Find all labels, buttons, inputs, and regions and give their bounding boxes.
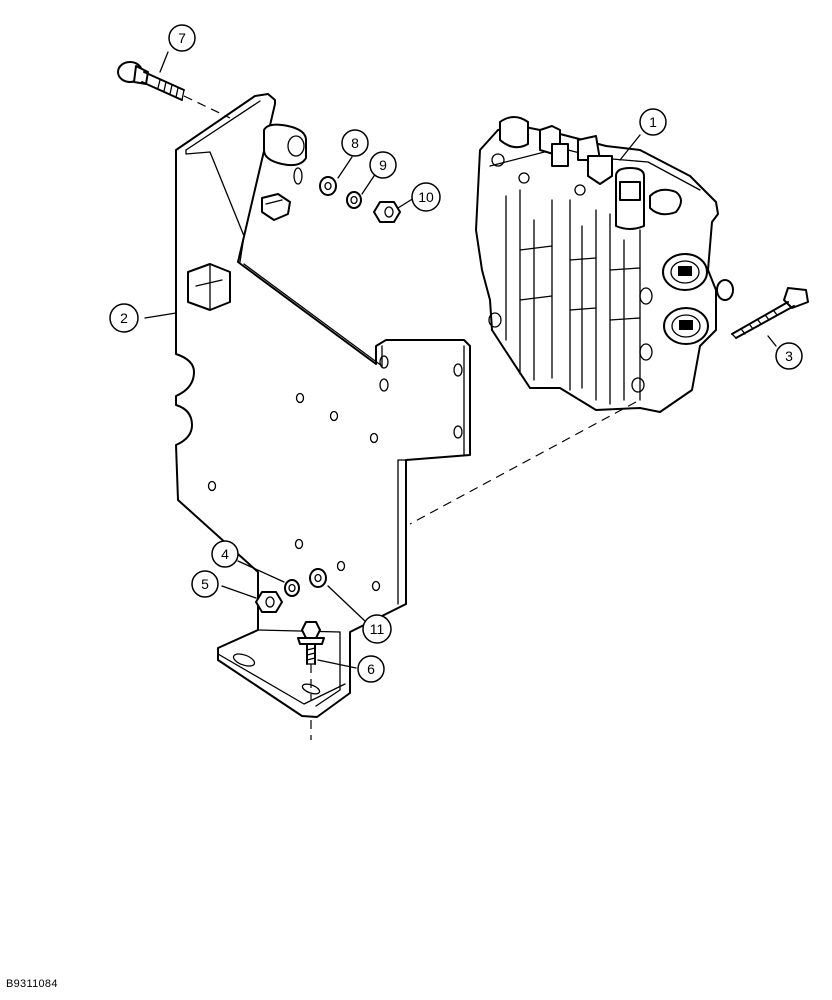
callout-label-8: 8 xyxy=(351,135,359,151)
control-valve xyxy=(475,116,734,413)
callout-10: 10 xyxy=(411,182,441,212)
valve-bolt xyxy=(731,287,809,339)
callout-label-1: 1 xyxy=(649,114,657,130)
callout-label-4: 4 xyxy=(221,546,229,562)
flat-washer-upper xyxy=(319,176,337,196)
callout-6: 6 xyxy=(357,655,385,683)
callout-9: 9 xyxy=(369,151,397,179)
lock-washer-lower xyxy=(284,579,300,597)
callout-8: 8 xyxy=(341,129,369,157)
callout-label-6: 6 xyxy=(367,661,375,677)
callout-2: 2 xyxy=(109,303,139,333)
figure-reference-code: B9311084 xyxy=(6,978,58,990)
flat-washer-lower xyxy=(309,568,327,588)
mounting-bracket xyxy=(175,93,471,718)
callout-7: 7 xyxy=(168,24,196,52)
lock-washer-upper xyxy=(346,191,362,209)
callout-3: 3 xyxy=(775,342,803,370)
callout-4: 4 xyxy=(211,540,239,568)
leader-lines xyxy=(144,51,777,669)
callout-11: 11 xyxy=(362,614,392,644)
callout-label-11: 11 xyxy=(370,621,385,637)
callout-1: 1 xyxy=(639,108,667,136)
callout-5: 5 xyxy=(191,570,219,598)
callout-label-5: 5 xyxy=(201,576,209,592)
carriage-bolt-upper xyxy=(117,61,185,101)
callout-label-2: 2 xyxy=(120,310,128,326)
callout-label-3: 3 xyxy=(785,348,793,364)
alignment-lines xyxy=(183,95,637,740)
callout-label-10: 10 xyxy=(418,189,434,205)
nut-lower xyxy=(255,591,283,613)
callout-label-9: 9 xyxy=(379,157,387,173)
flange-bolt-lower xyxy=(297,621,325,665)
nut-upper xyxy=(373,201,401,223)
callout-label-7: 7 xyxy=(178,30,186,46)
